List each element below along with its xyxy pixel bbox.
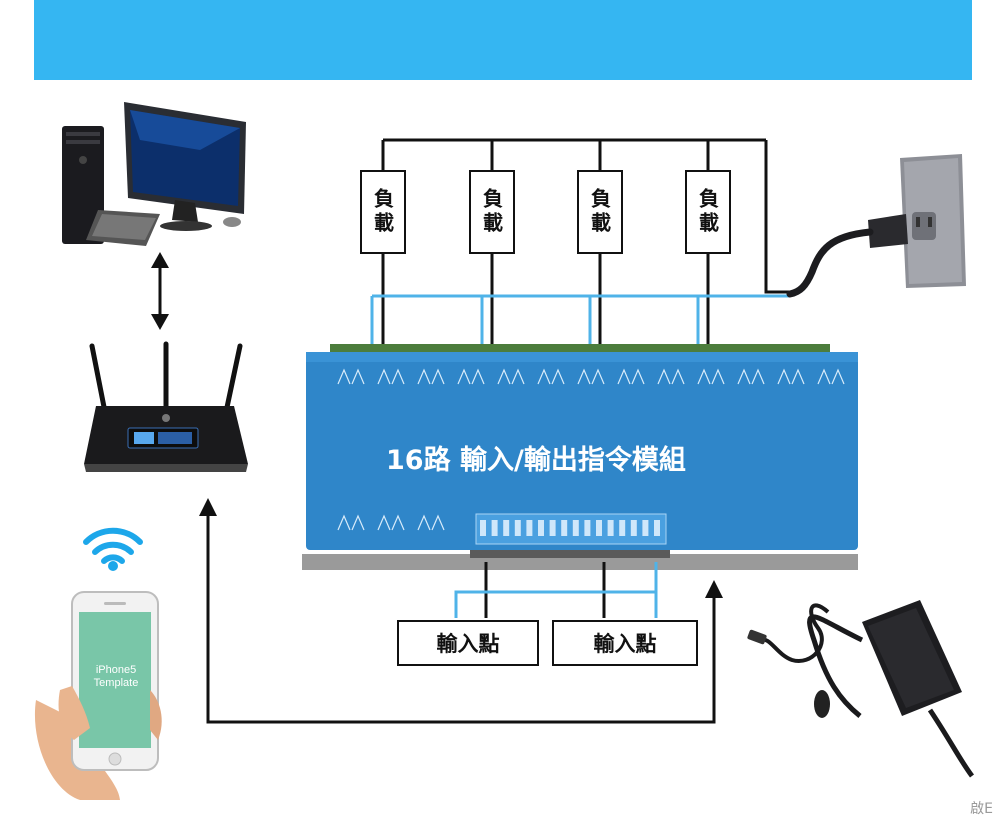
- load-box-4: 負載: [685, 170, 731, 254]
- relay-symbol: [817, 368, 845, 385]
- load-label: 負載: [479, 188, 504, 236]
- load-label: 負載: [370, 188, 395, 236]
- relay-symbol: [577, 368, 605, 385]
- load-box-3: 負載: [577, 170, 623, 254]
- relay-symbol: [777, 368, 805, 385]
- input-led: [549, 520, 556, 536]
- smartphone-icon: [34, 591, 162, 800]
- arrow-up-icon: [199, 498, 217, 516]
- load-label: 負載: [587, 188, 612, 236]
- relay-symbol: [457, 368, 485, 385]
- input-led: [630, 520, 637, 536]
- relay-symbol: [377, 514, 405, 531]
- phone-screen-line-2: Template: [93, 677, 139, 689]
- relay-symbol: [337, 368, 365, 385]
- relay-symbol: [657, 368, 685, 385]
- bidirectional-arrow-icon: [151, 252, 169, 330]
- input-led: [584, 520, 591, 536]
- input-led: [596, 520, 602, 536]
- wifi-icon: [83, 527, 143, 564]
- input-led: [526, 520, 533, 536]
- watermark: 啟E: [970, 801, 993, 817]
- input-wiring: [454, 562, 658, 618]
- load-box-2: 負載: [469, 170, 515, 254]
- relay-symbol: [417, 368, 445, 385]
- input-led: [572, 520, 579, 536]
- input-point-box-1: 輸入點: [397, 620, 539, 666]
- input-led: [654, 520, 660, 536]
- module-title: 16路 輸入/輸出指令模組: [386, 445, 686, 476]
- relay-symbol: [337, 514, 365, 531]
- relay-symbol: [497, 368, 525, 385]
- relay-symbol: [377, 368, 405, 385]
- load-box-1: 負載: [360, 170, 406, 254]
- input-point-label: 輸入點: [593, 632, 657, 656]
- input-led: [607, 520, 614, 536]
- io-module-board: [302, 344, 858, 570]
- wireless-router-icon: [84, 341, 248, 472]
- power-adapter-icon: [747, 600, 975, 778]
- relay-symbol: [537, 368, 565, 385]
- load-wiring: [381, 138, 790, 352]
- arrow-up-icon: [705, 580, 723, 598]
- relay-symbol: [417, 514, 445, 531]
- input-led: [514, 520, 521, 536]
- input-led: [503, 520, 510, 536]
- input-point-box-2: 輸入點: [552, 620, 698, 666]
- input-led: [561, 520, 568, 536]
- input-led: [491, 520, 498, 536]
- relay-symbol: [617, 368, 645, 385]
- phone-screen-line-1: iPhone5: [95, 664, 137, 676]
- input-led: [642, 520, 649, 536]
- network-connection-line: [206, 510, 716, 724]
- phone-screen-text: iPhone5 Template: [84, 664, 148, 690]
- relay-indicator-row: [337, 368, 845, 531]
- wifi-dot: [108, 561, 118, 571]
- relay-symbol: [737, 368, 765, 385]
- common-wiring: [370, 294, 790, 352]
- top-banner: [34, 0, 972, 80]
- input-point-label: 輸入點: [436, 632, 500, 656]
- input-led-row: [480, 520, 660, 536]
- input-led: [480, 520, 486, 536]
- load-label: 負載: [695, 188, 720, 236]
- input-led: [538, 520, 544, 536]
- wall-outlet-icon: [786, 154, 966, 298]
- desktop-computer-icon: [62, 102, 246, 246]
- relay-symbol: [697, 368, 725, 385]
- input-led: [619, 520, 626, 536]
